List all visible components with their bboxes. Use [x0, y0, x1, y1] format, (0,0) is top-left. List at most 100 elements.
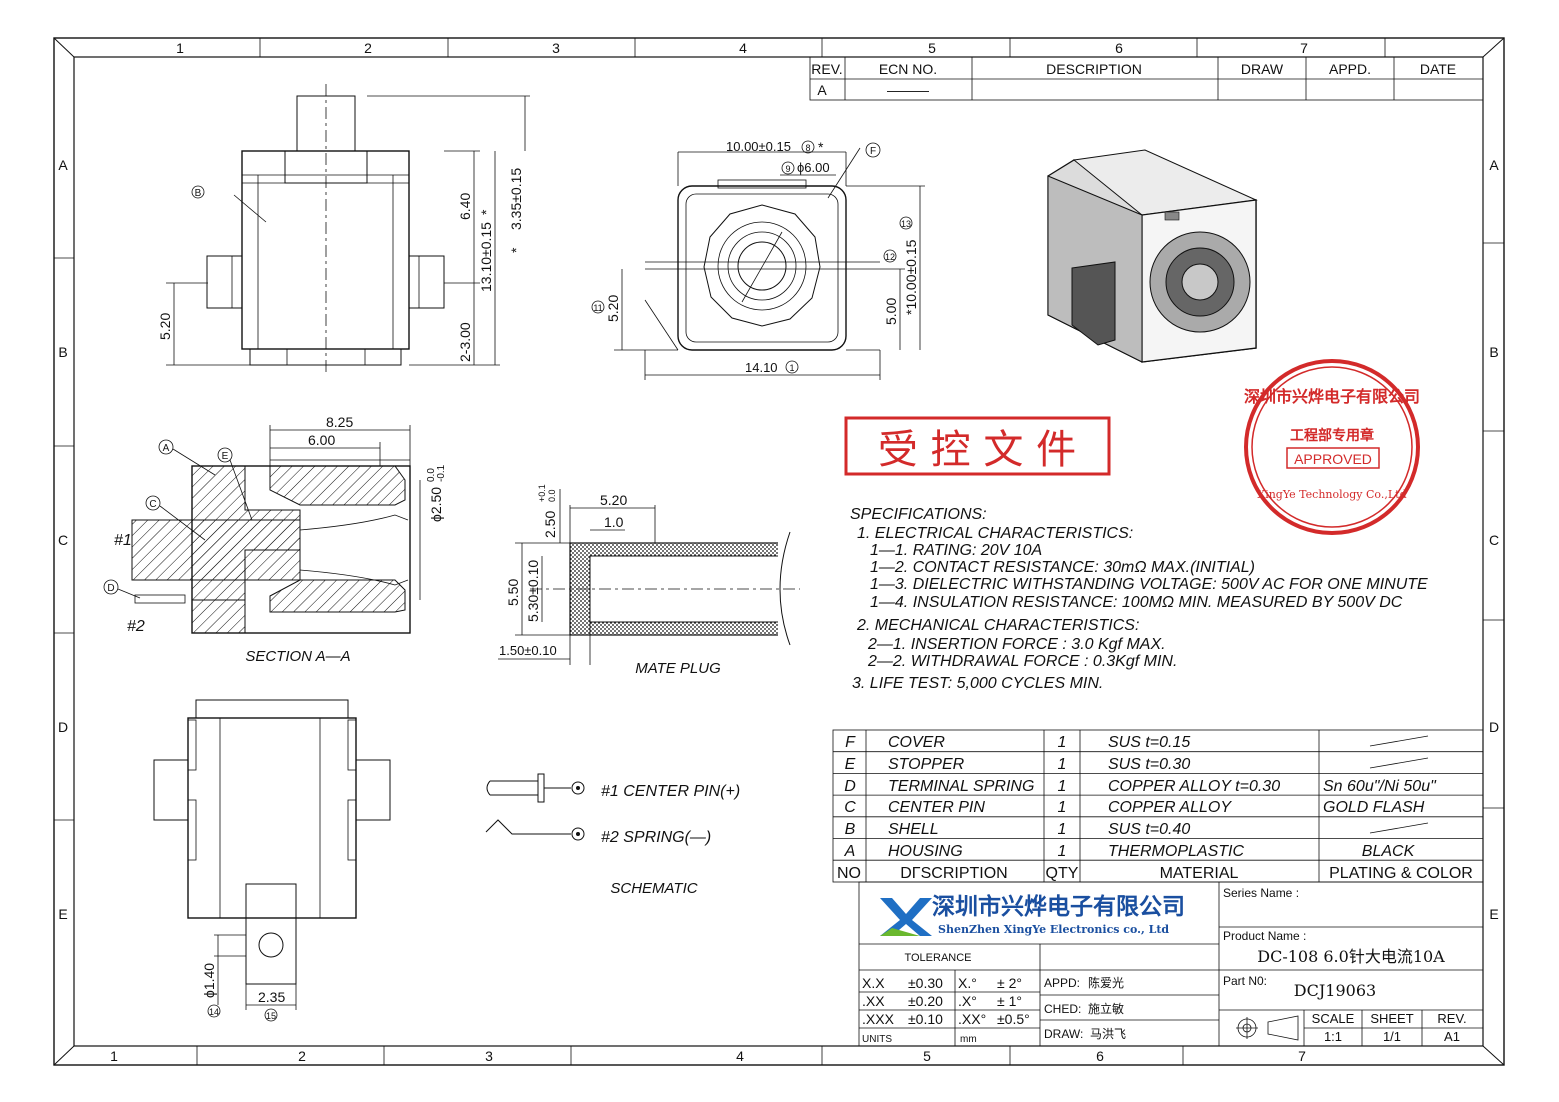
- sheet-label: SHEET: [1370, 1011, 1413, 1026]
- part-label: Part N0:: [1223, 974, 1267, 988]
- bom-c-mat: COPPER ALLOY: [1108, 799, 1232, 816]
- bom-f-mat: SUS t=0.15: [1108, 734, 1190, 751]
- rev-row-ecn: ———: [887, 82, 929, 98]
- tol-r1-c3: X.°: [958, 975, 977, 991]
- dim-3-35: 3.35±0.15: [508, 168, 524, 230]
- title-block: 深圳市兴烨电子有限公司 ShenZhen XingYe Electronics …: [858, 881, 1484, 1047]
- zone-bottom-2: 2: [298, 1048, 306, 1064]
- balloon-11: 11: [593, 303, 602, 313]
- zone-left-c: C: [58, 532, 68, 548]
- specifications: SPECIFICATIONS: 1. ELECTRICAL CHARACTERI…: [850, 506, 1428, 692]
- appd-label: APPD:: [1044, 976, 1080, 990]
- rev-header-description: DESCRIPTION: [1046, 61, 1142, 77]
- section-caption: SECTION A—A: [245, 648, 350, 665]
- zone-top-4: 4: [739, 40, 747, 56]
- bom-e-mat: SUS t=0.30: [1108, 756, 1190, 773]
- zone-right-d: D: [1489, 719, 1499, 735]
- bom-a-desc: HOUSING: [888, 843, 963, 860]
- tolerance-label: TOLERANCE: [904, 952, 971, 964]
- bom-d-no: D: [844, 778, 856, 795]
- part-value: DCJ19063: [1294, 981, 1376, 1000]
- bom-b-mat: SUS t=0.40: [1108, 821, 1190, 838]
- spec-line-3: 1—2. CONTACT RESISTANCE: 30mΩ MAX.(INITI…: [870, 559, 1255, 576]
- zone-right-c: C: [1489, 532, 1499, 548]
- balloon-12: 12: [885, 252, 895, 262]
- ched-label: CHED:: [1044, 1002, 1081, 1016]
- draw-label: DRAW:: [1044, 1027, 1083, 1041]
- dim-6-40: 6.40: [457, 193, 473, 220]
- bom-header-description: DΓSCRIPTION: [900, 865, 1007, 882]
- bottom-view: ϕ1.40 14 2.35 15: [153, 699, 391, 1022]
- bom-table: F COVER 1 SUS t=0.15 E STOPPER 1 SUS t=0…: [832, 729, 1484, 883]
- draw-value: 马洪飞: [1090, 1027, 1126, 1041]
- scale-label: SCALE: [1312, 1011, 1355, 1026]
- bom-a-no: A: [844, 843, 856, 860]
- zone-top-3: 3: [552, 40, 560, 56]
- dim-8-25: 8.25: [326, 414, 353, 430]
- spec-line-5: 1—4. INSULATION RESISTANCE: 100MΩ MIN. M…: [870, 594, 1403, 611]
- zone-bottom-3: 3: [485, 1048, 493, 1064]
- zone-top-2: 2: [364, 40, 372, 56]
- zone-top-5: 5: [928, 40, 936, 56]
- dim-13-10: 13.10±0.15: [478, 222, 494, 292]
- bom-header-no: NO: [837, 865, 861, 882]
- dim-front-asterisk: *: [818, 139, 824, 155]
- rev-row-rev: A: [817, 82, 827, 98]
- ched-value: 施立敏: [1088, 1001, 1124, 1016]
- zone-left-b: B: [58, 344, 67, 360]
- section-pin-1: #1: [114, 532, 132, 549]
- rev-header-ecn: ECN NO.: [879, 61, 937, 77]
- balloon-14: 14: [209, 1007, 219, 1017]
- schematic: #1 CENTER PIN(+) #2 SPRING(—) SCHEMATIC: [485, 773, 740, 897]
- spec-line-8: 2—2. WITHDRAWAL FORCE : 0.3Kgf MIN.: [867, 653, 1177, 670]
- bom-b-qty: 1: [1058, 821, 1067, 838]
- tol-r2-c3: .X°: [958, 993, 977, 1009]
- zone-top-7: 7: [1300, 40, 1308, 56]
- dim-plug-5-30: 5.30±0.10: [525, 560, 541, 622]
- bom-c-no: C: [844, 799, 856, 816]
- bom-a-plating: BLACK: [1362, 843, 1416, 860]
- bom-d-plating: Sn 60u"/Ni 50u": [1323, 778, 1437, 795]
- balloon-13: 13: [901, 219, 911, 229]
- dim-plug-5-50: 5.50: [505, 579, 521, 606]
- sheet-value: 1/1: [1383, 1029, 1401, 1044]
- balloon-a: A: [163, 443, 170, 454]
- balloon-9: 9: [785, 164, 790, 174]
- dim-plug-tol-upper: +0.1: [537, 484, 547, 502]
- tol-r3-c4: ±0.5°: [997, 1011, 1030, 1027]
- schematic-pin1-label: #1 CENTER PIN(+): [601, 783, 740, 800]
- bom-header-material: MATERIAL: [1160, 865, 1239, 882]
- front-view: 10.00±0.15 8 * F 9 ϕ6.00 11 5.20 14.10 1…: [591, 139, 925, 380]
- bom-c-qty: 1: [1058, 799, 1067, 816]
- dim-front-5-20: 5.20: [605, 295, 621, 322]
- zone-right-e: E: [1489, 906, 1498, 922]
- zone-bottom-7: 7: [1298, 1048, 1306, 1064]
- zone-right-a: A: [1489, 157, 1499, 173]
- units-value: mm: [960, 1034, 977, 1045]
- sheet-frame: 1 2 3 4 5 6 7 1 2 3 4 5 6 7 A B C D E A …: [53, 37, 1505, 1066]
- seal-mid-text: 工程部专用章: [1290, 427, 1374, 444]
- bom-header-plating: PLATING & COLOR: [1329, 865, 1473, 882]
- dim-plug-2-50: 2.50: [542, 511, 558, 538]
- bom-c-desc: CENTER PIN: [888, 799, 985, 816]
- tol-r3-c1: .XXX: [862, 1011, 895, 1027]
- dim-front-10-00-v: *10.00±0.15: [903, 239, 919, 315]
- series-label: Series Name :: [1223, 886, 1299, 900]
- tol-r1-c1: X.X: [862, 975, 885, 991]
- bom-b-no: B: [845, 821, 856, 838]
- rev-value: A1: [1444, 1029, 1460, 1044]
- dim-tol-lower: -0.1: [436, 464, 447, 482]
- rev-header-date: DATE: [1420, 61, 1456, 77]
- spec-title: SPECIFICATIONS:: [850, 506, 987, 523]
- dim-6-00: 6.00: [308, 432, 335, 448]
- zone-bottom-5: 5: [923, 1048, 931, 1064]
- dim-2-3-00: 2-3.00: [457, 322, 473, 362]
- zone-left-a: A: [58, 157, 68, 173]
- stamp-controlled-text: 受 控 文 件: [878, 427, 1076, 473]
- rev-label: REV.: [1437, 1011, 1466, 1026]
- appd-value: 陈爱光: [1088, 975, 1124, 990]
- revision-block: REV. ECN NO. DESCRIPTION DRAW APPD. DATE…: [809, 56, 1484, 101]
- balloon-b: B: [195, 188, 202, 199]
- schematic-pin2-label: #2 SPRING(—): [601, 829, 711, 846]
